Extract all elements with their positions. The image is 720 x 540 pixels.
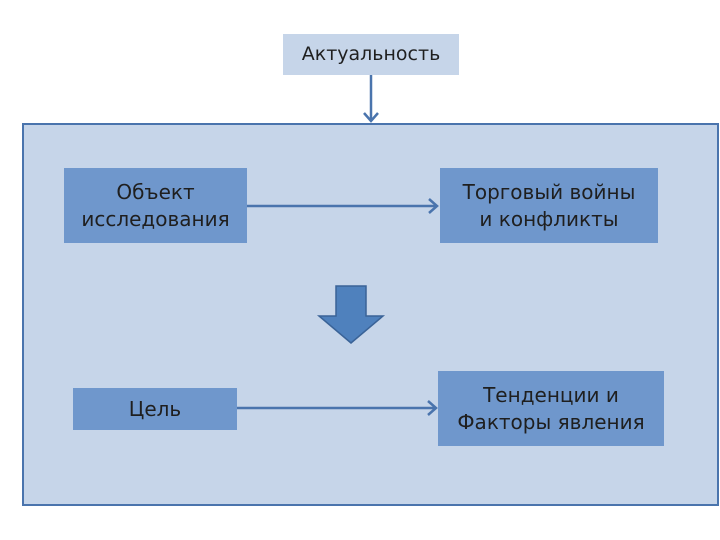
trends-factors-box: Тенденции и Факторы явления bbox=[438, 371, 664, 446]
goal-box: Цель bbox=[73, 388, 237, 430]
trade-wars-box: Торговый войны и конфликты bbox=[440, 168, 658, 243]
research-object-box: Объект исследования bbox=[64, 168, 247, 243]
actuality-box: Актуальность bbox=[283, 34, 459, 75]
down-arrow-top bbox=[363, 75, 379, 123]
